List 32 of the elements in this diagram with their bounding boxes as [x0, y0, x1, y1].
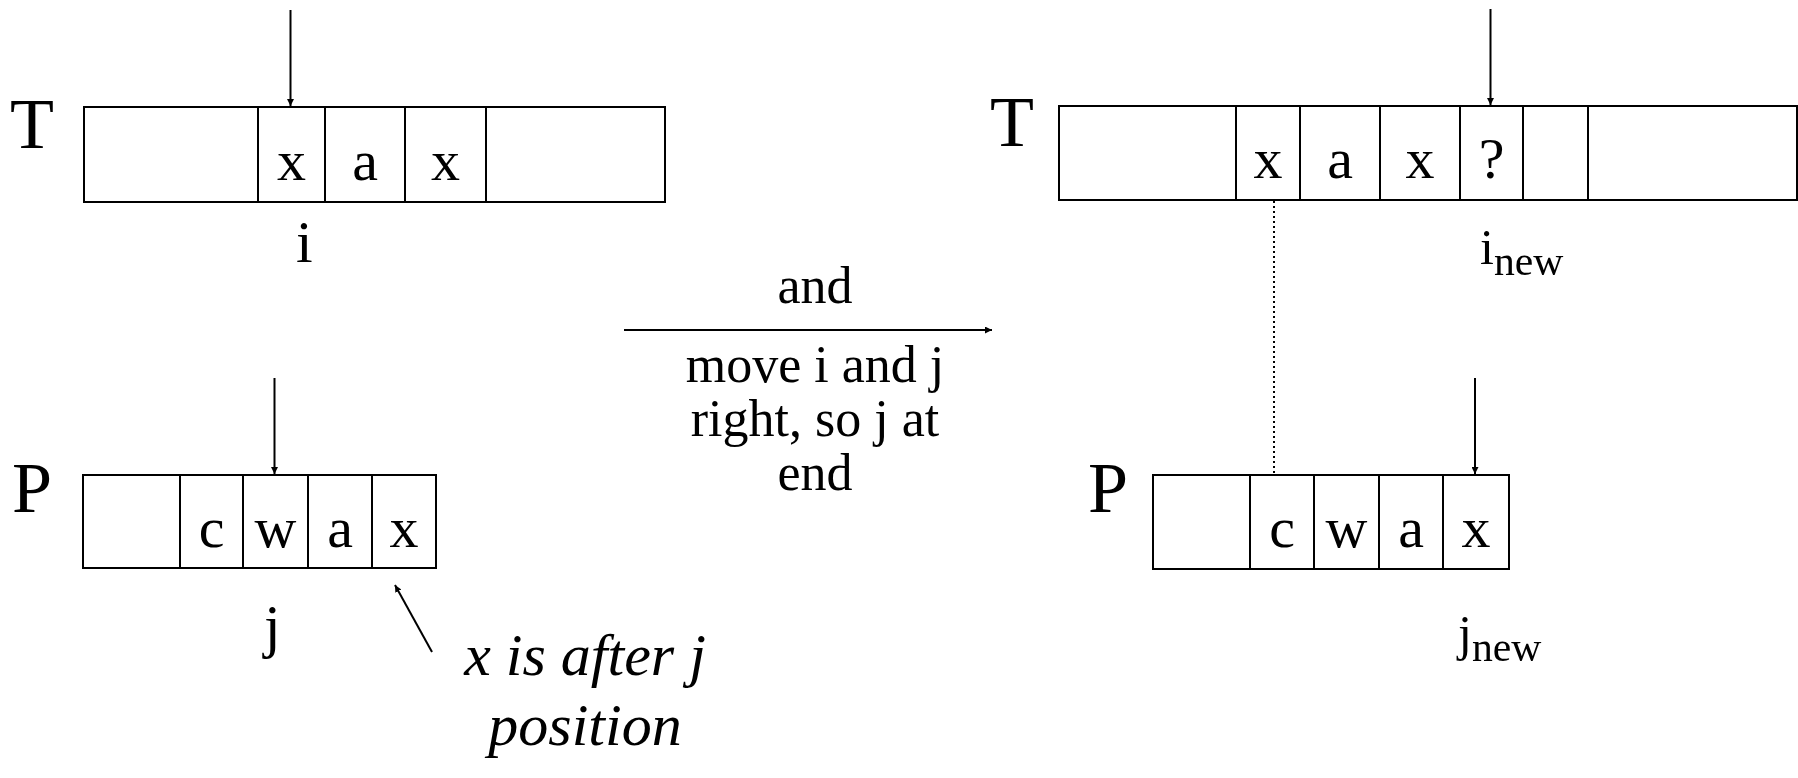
array-cell: a	[1378, 474, 1444, 570]
array-cell: x	[1379, 105, 1461, 201]
leader-line	[394, 584, 433, 653]
array-cell: w	[242, 474, 309, 569]
array-cell: c	[179, 474, 244, 569]
step-text: and	[776, 258, 854, 314]
pointer-arrow	[1487, 8, 1494, 106]
index-label: i	[296, 212, 313, 272]
empty-array-cell	[1522, 105, 1589, 201]
array-cell: w	[1313, 474, 1380, 570]
dotted-line	[1273, 200, 1275, 475]
array-cell: x	[1442, 474, 1510, 570]
array-cell: a	[307, 474, 373, 569]
step-text: move i and j right, so j at end	[685, 338, 945, 500]
pointer-arrow	[287, 9, 294, 107]
array-cell: x	[404, 106, 487, 203]
array-name: T	[990, 86, 1034, 158]
array-cell: a	[1299, 105, 1381, 201]
array-cell: c	[1249, 474, 1315, 570]
array-name: P	[12, 452, 53, 524]
array-cell: x	[257, 106, 326, 203]
annotation-text: x is after j position	[440, 620, 730, 760]
pointer-arrow	[1471, 377, 1479, 475]
index-label: i$_{new}$	[1480, 222, 1564, 286]
pointer-arrow	[271, 377, 278, 475]
array-name: P	[1088, 452, 1129, 524]
array-cell: x	[1235, 105, 1301, 201]
array-cell: ?	[1459, 105, 1524, 201]
array-name: T	[10, 88, 54, 160]
array-cell: x	[371, 474, 437, 569]
index-label: j$_{new}$	[1458, 608, 1542, 672]
array-cell: a	[324, 106, 406, 203]
